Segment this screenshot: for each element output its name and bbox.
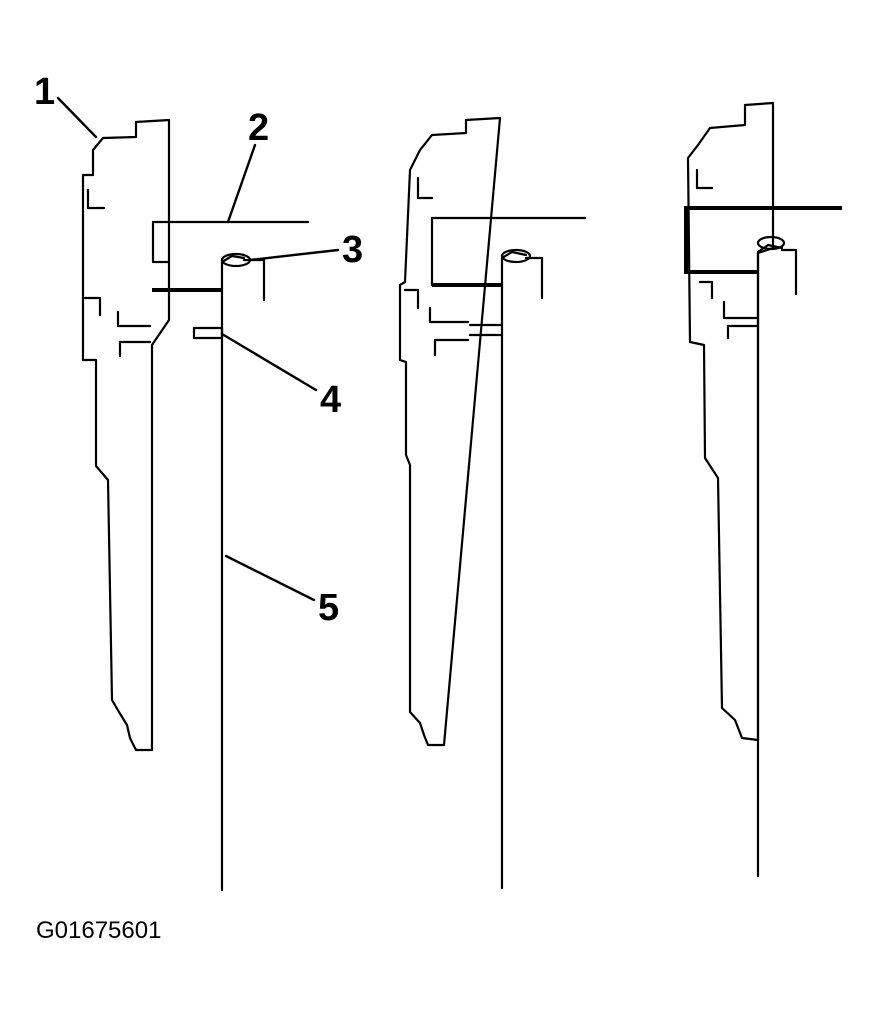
stage-1-tab [192, 326, 224, 340]
callout-5: 5 [318, 587, 339, 629]
stage-1-clip-1 [116, 310, 152, 328]
leader-line-3 [248, 248, 340, 262]
callout-4: 4 [320, 379, 341, 421]
leader-line-4 [220, 332, 318, 392]
stage-2-pin-head [500, 248, 532, 264]
stage-2-strip-channel [430, 216, 587, 287]
callout-1: 1 [34, 71, 55, 113]
stage-3-clip-1 [722, 300, 760, 320]
stage-3-pin-arm [780, 248, 798, 296]
leader-line-2 [226, 143, 257, 224]
stage-3-group [684, 101, 842, 878]
stage-1-notch-mid [83, 296, 102, 317]
stage-2-bracket [398, 116, 502, 747]
stage-2-pin-arm [524, 256, 544, 300]
stage-3-notch-mid [698, 280, 714, 300]
stage-2-retainer-link [468, 323, 504, 337]
stage-3-post [756, 243, 784, 878]
stage-2-clip-1 [428, 306, 470, 324]
callout-2: 2 [248, 107, 269, 149]
stage-1-group [81, 118, 310, 892]
leader-line-1 [56, 96, 98, 139]
stage-1-strip-channel [151, 220, 310, 264]
stage-2-group [398, 116, 587, 890]
stage-3-strip-channel [684, 206, 842, 274]
stage-2-notch-mid [403, 288, 420, 310]
stage-2-clip-2 [433, 338, 470, 357]
stage-2-post [500, 250, 528, 890]
stage-3-bracket [686, 101, 775, 742]
stage-1-bracket [81, 118, 171, 752]
figure-id: G01675601 [36, 917, 161, 944]
stage-1-notch-upper [86, 188, 106, 210]
stage-1-clip-2 [118, 340, 152, 358]
stage-2-notch-upper [416, 176, 434, 200]
stage-1-post [220, 254, 246, 892]
leader-line-5 [224, 554, 316, 602]
stage-3-notch-upper [695, 168, 714, 190]
stage-3-pin-head [756, 235, 786, 251]
callout-3: 3 [342, 229, 363, 271]
stage-3-clip-2 [726, 324, 760, 340]
stage-1-pin-arm [242, 258, 266, 302]
